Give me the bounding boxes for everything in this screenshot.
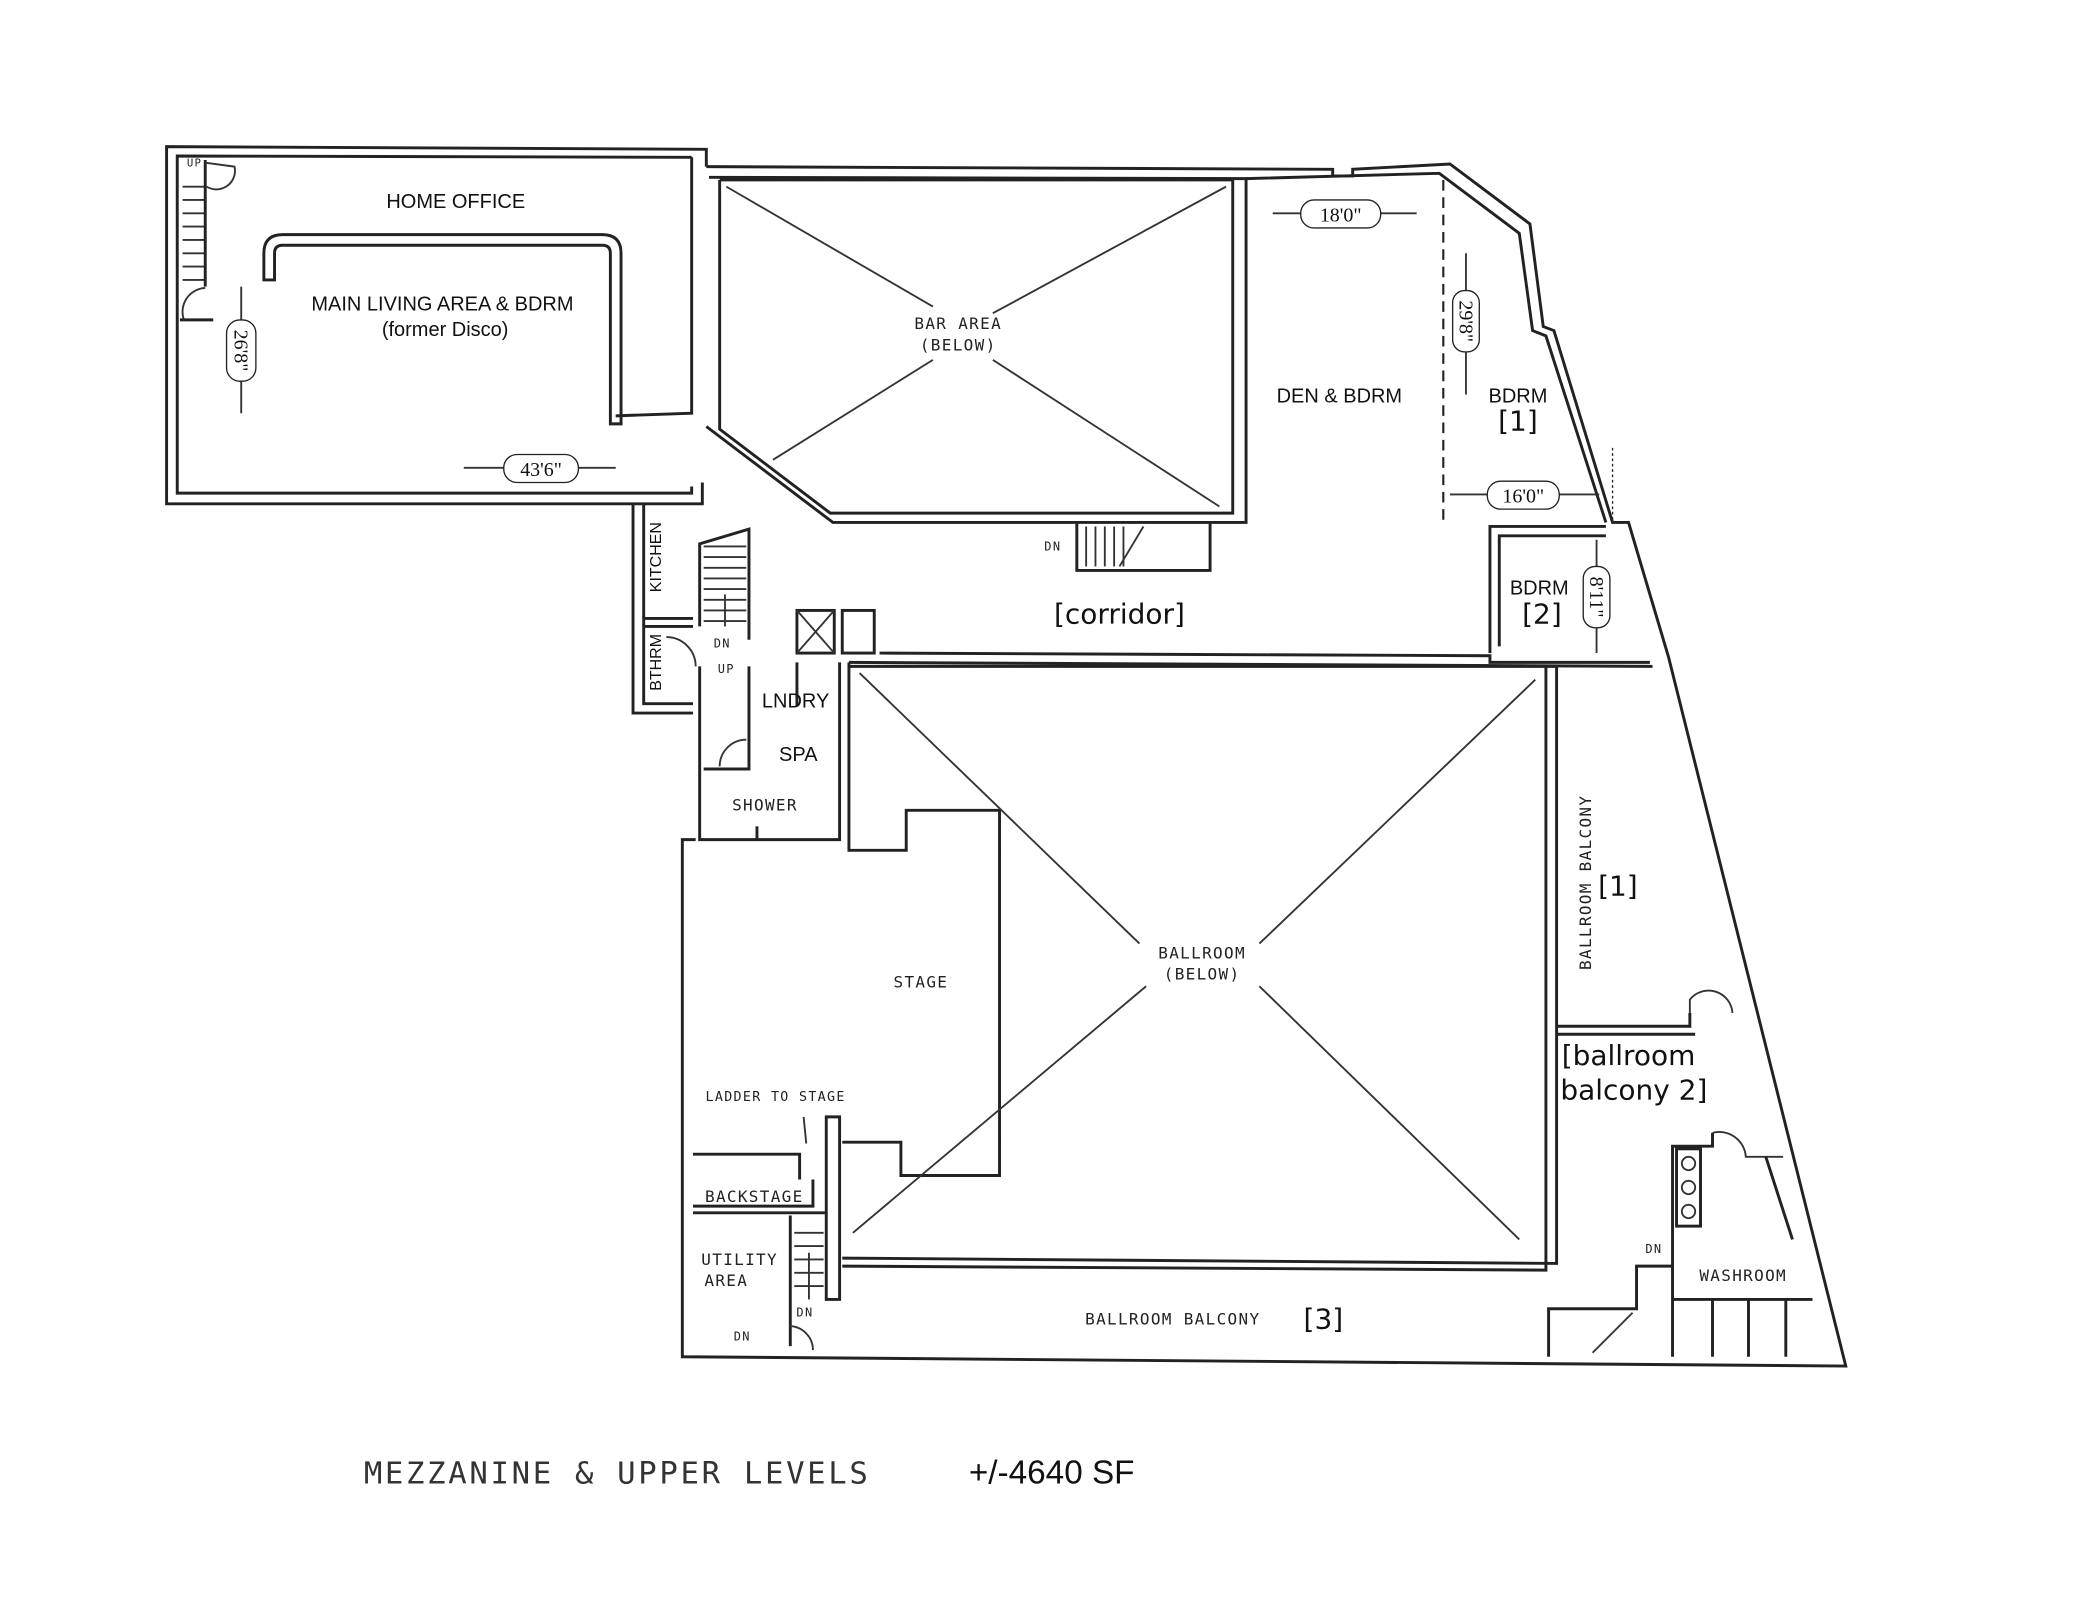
laundry-label: LNDRY	[762, 691, 829, 713]
washroom-label: WASHROOM	[1699, 1266, 1787, 1285]
backstage-label: BACKSTAGE	[705, 1187, 804, 1206]
dim-bdrm1-height: 29'8"	[1454, 300, 1476, 342]
bdrm2-label: BDRM	[1510, 577, 1569, 599]
spa-label: SPA	[779, 744, 818, 766]
bdrm2-tag: [2]	[1522, 598, 1562, 631]
dim-bdrm1-width: 16'0"	[1502, 485, 1544, 507]
ballroom-below-label: (BELOW)	[1164, 965, 1241, 984]
utility-label-a: UTILITY	[701, 1250, 778, 1269]
bathroom-label: BTHRM	[648, 634, 665, 691]
dim-living-height: 26'8"	[230, 330, 252, 372]
stair-dn-kitchen: DN	[714, 637, 731, 651]
bdrm1-tag: [1]	[1498, 405, 1538, 438]
balcony1-tag: [1]	[1598, 870, 1638, 903]
ladder-label: LADDER TO STAGE	[706, 1090, 846, 1105]
kitchen-label: KITCHEN	[648, 522, 665, 592]
walls	[165, 145, 1848, 1368]
balcony2-label-a: [ballroom	[1562, 1039, 1696, 1072]
stair-dn-util2: DN	[734, 1330, 751, 1344]
plan-area: +/-4640 SF	[969, 1454, 1135, 1491]
stair-dn-bar: DN	[1044, 539, 1061, 553]
corridor-label: [corridor]	[1054, 598, 1185, 631]
dim-living-width: 43'6"	[520, 459, 562, 481]
stair-dn-util1: DN	[796, 1306, 813, 1320]
balcony2-label-b: balcony 2]	[1560, 1074, 1707, 1107]
stair-dn-wash: DN	[1645, 1242, 1662, 1256]
utility-label-b: AREA	[704, 1271, 748, 1290]
balcony3-tag: [3]	[1304, 1303, 1344, 1336]
stage-label: STAGE	[893, 973, 948, 992]
den-label: DEN & BDRM	[1277, 386, 1402, 408]
plan-title: MEZZANINE & UPPER LEVELS	[364, 1456, 871, 1491]
dim-den-width: 18'0"	[1320, 204, 1362, 226]
bar-below-label: (BELOW)	[920, 336, 997, 355]
balcony3-label: BALLROOM BALCONY	[1085, 1310, 1260, 1329]
stair-up-bath: UP	[718, 662, 735, 676]
main-living-note: (former Disco)	[382, 319, 509, 341]
balcony1-label: BALLROOM BALCONY	[1576, 795, 1595, 970]
dimension-arrows	[225, 199, 1611, 654]
stair-up-office: UP	[187, 157, 203, 170]
dim-bdrm2-height: 8'11"	[1585, 577, 1607, 618]
bdrm1-label: BDRM	[1489, 386, 1548, 408]
shower-label: SHOWER	[732, 795, 798, 814]
home-office-label: HOME OFFICE	[386, 191, 525, 213]
bar-area-label: BAR AREA	[914, 314, 1002, 333]
labels: HOME OFFICE MAIN LIVING AREA & BDRM (for…	[187, 157, 1787, 1492]
main-living-label: MAIN LIVING AREA & BDRM	[311, 294, 573, 316]
ballroom-label: BALLROOM	[1158, 943, 1246, 962]
